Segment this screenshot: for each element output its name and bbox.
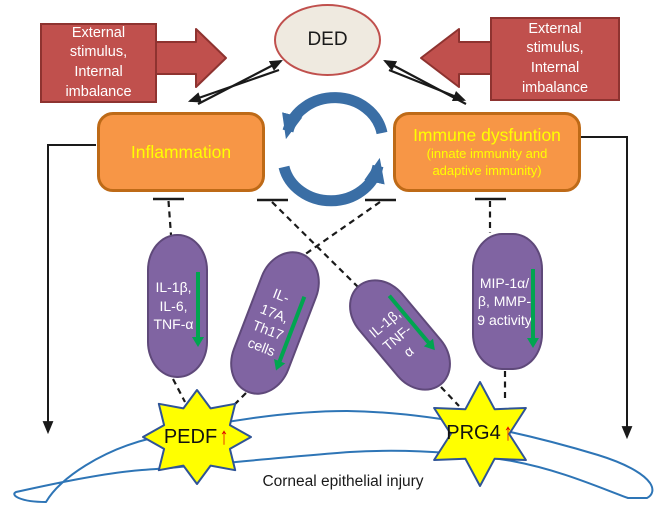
prg4-star-label: PRG4 ↑ bbox=[430, 418, 530, 448]
inflammation-to-ded-arrow bbox=[197, 60, 283, 105]
cycle-arrow-bottom-icon bbox=[278, 157, 385, 207]
immune-dysfunction-box: Immune dysfuntion (innate immunity and a… bbox=[393, 112, 581, 192]
corneal-injury-label: Corneal epithelial injury bbox=[262, 473, 424, 490]
feedback-arrow-right bbox=[580, 136, 633, 440]
up-arrow-icon: ↑ bbox=[219, 423, 229, 450]
stimulus-block-arrow-left-icon bbox=[149, 28, 227, 88]
mediator-capsule-mip-mmp9: MIP-1α/β, MMP-9 activity bbox=[472, 233, 543, 370]
dashed-link bbox=[167, 200, 173, 236]
immune-subtitle: (innate immunity and adaptive immunity) bbox=[426, 146, 548, 178]
mediator-label: IL-1β, IL-6, TNF-α bbox=[153, 279, 194, 333]
mediator-label: MIP-1α/β, MMP-9 activity bbox=[477, 274, 532, 328]
ded-to-immune-arrow bbox=[388, 68, 467, 102]
stimulus-block-arrow-right-icon bbox=[420, 28, 498, 88]
pedf-star bbox=[142, 389, 252, 485]
ded-node: DED bbox=[274, 4, 381, 76]
pedf-star-label: PEDF ↑ bbox=[147, 422, 247, 452]
dashed-link bbox=[303, 201, 381, 256]
external-stimulus-right-label: External stimulus, Internal imbalance bbox=[521, 20, 589, 96]
feedback-arrow-left bbox=[42, 144, 96, 435]
cycle-arrow-top-icon bbox=[282, 92, 388, 140]
inflammation-label: Inflammation bbox=[130, 141, 232, 162]
dashed-link bbox=[172, 378, 186, 403]
mediator-capsule-il1b-il6-tnfa: IL-1β, IL-6, TNF-α bbox=[147, 234, 208, 378]
up-arrow-icon: ↑ bbox=[503, 419, 513, 446]
pedf-label: PEDF bbox=[163, 425, 218, 448]
external-stimulus-left-label: External stimulus, Internal imbalance bbox=[65, 24, 132, 100]
ded-to-inflammation-arrow bbox=[187, 68, 280, 103]
immune-title: Immune dysfuntion bbox=[413, 125, 561, 146]
green-flow-arrow-icon bbox=[527, 269, 538, 348]
prg4-star bbox=[433, 381, 527, 487]
dashed-link bbox=[440, 386, 460, 407]
prg4-label: PRG4 bbox=[446, 421, 501, 444]
inflammation-box: Inflammation bbox=[97, 112, 265, 192]
ded-label: DED bbox=[307, 29, 348, 50]
external-stimulus-box-right: External stimulus, Internal imbalance bbox=[490, 17, 620, 101]
green-flow-arrow-icon bbox=[192, 272, 203, 347]
external-stimulus-box-left: External stimulus, Internal imbalance bbox=[40, 23, 157, 103]
